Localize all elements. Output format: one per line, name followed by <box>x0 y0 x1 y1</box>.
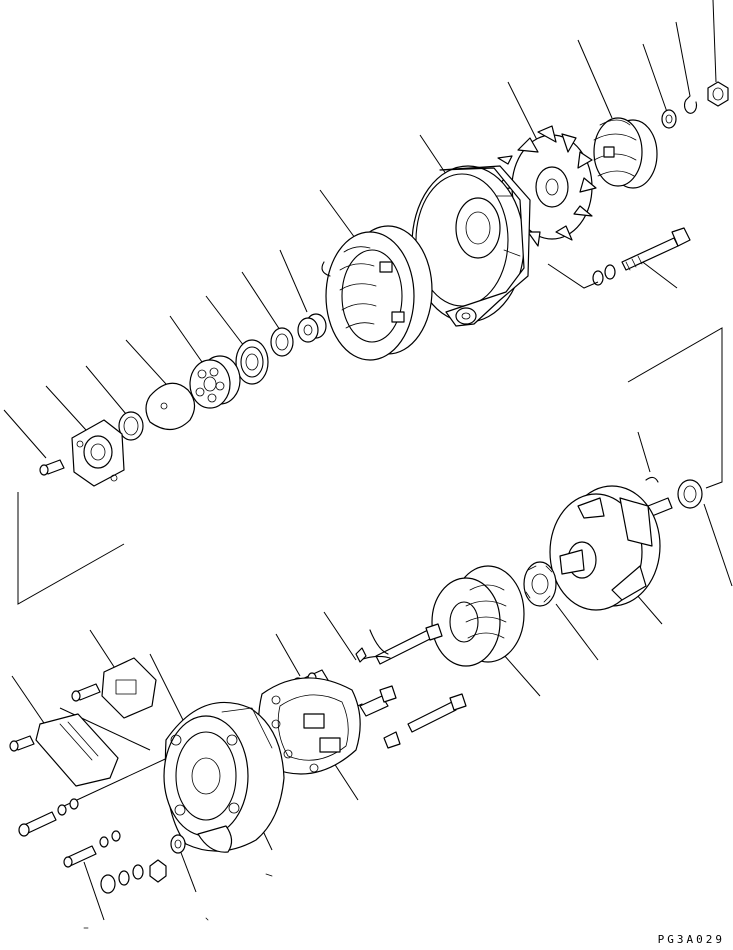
small-bolt-set <box>63 830 121 868</box>
thrust-washer <box>270 327 294 357</box>
spring-washer <box>684 95 698 114</box>
through-bolt-middle <box>359 623 443 665</box>
through-bolt-upper <box>621 227 691 271</box>
upper-leader-lines <box>3 0 717 459</box>
row-connector-right <box>627 327 723 489</box>
slip-ring <box>523 561 557 607</box>
mount-bolt-set <box>18 798 79 837</box>
left-screw <box>9 735 35 752</box>
rectifier-plate <box>258 677 361 775</box>
front-housing <box>411 165 531 327</box>
voltage-regulator <box>101 657 157 719</box>
drawing-code-label: PG3A029 <box>657 933 725 946</box>
spacer-collar <box>297 313 327 343</box>
cover-screw <box>39 459 65 476</box>
hex-nut <box>707 81 729 107</box>
bearing-cover <box>71 419 125 487</box>
bearing-ring <box>677 479 703 509</box>
rotor <box>549 485 673 611</box>
regulator-screw <box>71 683 101 702</box>
o-ring <box>118 411 144 441</box>
cover-plate <box>35 713 119 787</box>
stray-marks <box>83 873 273 929</box>
through-bolt-lower <box>383 693 467 749</box>
bearing-retainer <box>235 339 269 385</box>
bolt-washers-upper <box>547 263 616 289</box>
coil-assembly <box>431 565 525 667</box>
cooling-fan <box>495 125 597 247</box>
pulley <box>593 117 658 189</box>
gasket-plate <box>145 382 196 431</box>
ball-bearing <box>189 355 241 409</box>
flat-washer <box>661 109 677 129</box>
nut-washer-set <box>100 834 186 894</box>
stator <box>321 225 433 361</box>
retaining-clip <box>645 476 659 483</box>
rear-housing <box>163 701 285 853</box>
row-connector-left <box>17 492 125 605</box>
